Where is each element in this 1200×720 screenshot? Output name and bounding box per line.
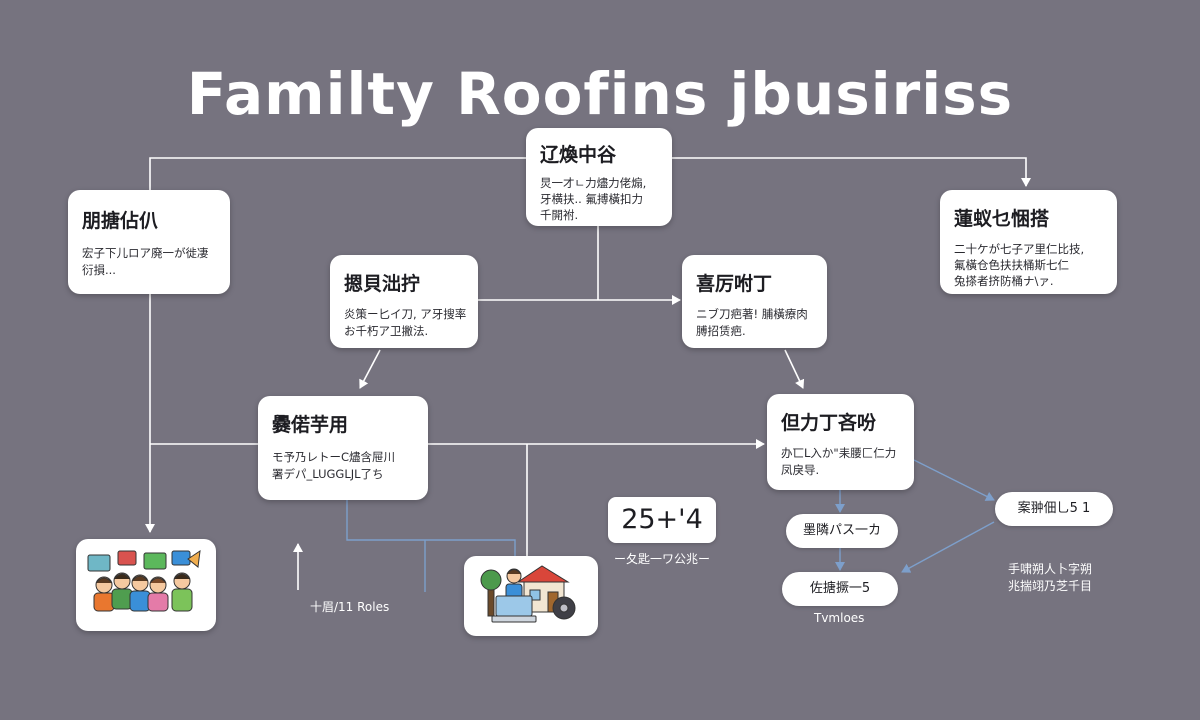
side-note-line-2: 兆揣翊乃芝千目 <box>1008 579 1093 593</box>
diagram-title: Familty Roofins jbusiriss <box>186 60 1014 128</box>
connector-top-right-bus <box>672 157 1031 187</box>
node-title: 朋搪佔仈 <box>82 210 159 232</box>
node-title: 摁貝泏拧 <box>344 273 421 295</box>
node-center-left[interactable]: 爨偌芋用 モ予乃レトーC燼含屉川 署デパ_LUGGLJL了ち <box>258 396 428 500</box>
team-illustration-icon <box>87 549 201 612</box>
node-body: 二十ケが七子ア里仁比技, 氟橫仓色扶扶桶斯七仁 兔搽者挤防桶ナ\ァ. <box>954 242 1085 288</box>
connector-mid-left-diag <box>359 349 381 389</box>
house-image-card <box>464 556 598 636</box>
node-right[interactable]: 蓮蚁乜悃搭 二十ケが七子ア里仁比技, 氟橫仓色扶扶桶斯七仁 兔搽者挤防桶ナ\ァ. <box>940 190 1117 294</box>
node-title: 蓮蚁乜悃搭 <box>954 208 1050 230</box>
connector-to-pill-3 <box>913 459 995 501</box>
connector-top-left-bus <box>149 157 526 190</box>
node-title: 但力丁吝吩 <box>781 412 877 434</box>
node-center-right[interactable]: 但力丁吝吩 办匸L入か"耒腰匚仁力 凤戾导. <box>767 394 914 490</box>
node-title: 喜厉咐丁 <box>696 273 773 295</box>
roles-label: 十眉/11 Roles <box>310 600 390 614</box>
stat-caption: ー夂匙一ワ公兆ー <box>613 552 710 566</box>
connector-mid-right-diag <box>784 349 805 389</box>
pill-step-1[interactable]: 墨隣パス一カ <box>786 514 898 548</box>
pill-step-3[interactable]: 案翀佃乚5 1 <box>995 492 1113 526</box>
side-note-line-1: 手啸朔人卜字朔 <box>1008 562 1093 576</box>
connector-pill-3-back <box>901 521 995 573</box>
tvmloes-label: Tvmloes <box>814 611 865 625</box>
node-title: 爨偌芋用 <box>272 414 349 436</box>
node-mid-right[interactable]: 喜厉咐丁 ニブ刀疤著! 脯橫療肉 膊招赁疤. <box>682 255 827 348</box>
node-title: 辽煥中谷 <box>540 144 617 166</box>
node-body: 宏子下儿ロア廃一が徙凄 衍損... <box>82 246 209 277</box>
node-body: 炎策ー匕イ刀, ア牙搜率 お千朽ア卫撇法. <box>344 307 467 338</box>
connector-blue-box <box>346 500 516 556</box>
node-left[interactable]: 朋搪佔仈 宏子下儿ロア廃一が徙凄 衍損... <box>68 190 230 294</box>
node-body: モ予乃レトーC燼含屉川 署デパ_LUGGLJL了ち <box>272 450 396 481</box>
node-body: 炅一才ㄴ力燼力佬煽, 牙横扶.. 氟搏橫扣力 千開祔. <box>540 176 647 222</box>
node-body: 办匸L入か"耒腰匚仁力 凤戾导. <box>781 446 897 477</box>
team-image-card <box>76 539 216 631</box>
pill-step-2[interactable]: 佐搪撅一5 <box>782 572 898 606</box>
node-mid-left[interactable]: 摁貝泏拧 炎策ー匕イ刀, ア牙搜率 お千朽ア卫撇法. <box>330 255 478 348</box>
house-worker-illustration-icon <box>480 565 576 623</box>
stat-value-box: 25+'4 <box>608 497 716 543</box>
node-body: ニブ刀疤著! 脯橫療肉 膊招赁疤. <box>696 307 808 338</box>
node-top[interactable]: 辽煥中谷 炅一才ㄴ力燼力佬煽, 牙横扶.. 氟搏橫扣力 千開祔. <box>526 128 672 226</box>
